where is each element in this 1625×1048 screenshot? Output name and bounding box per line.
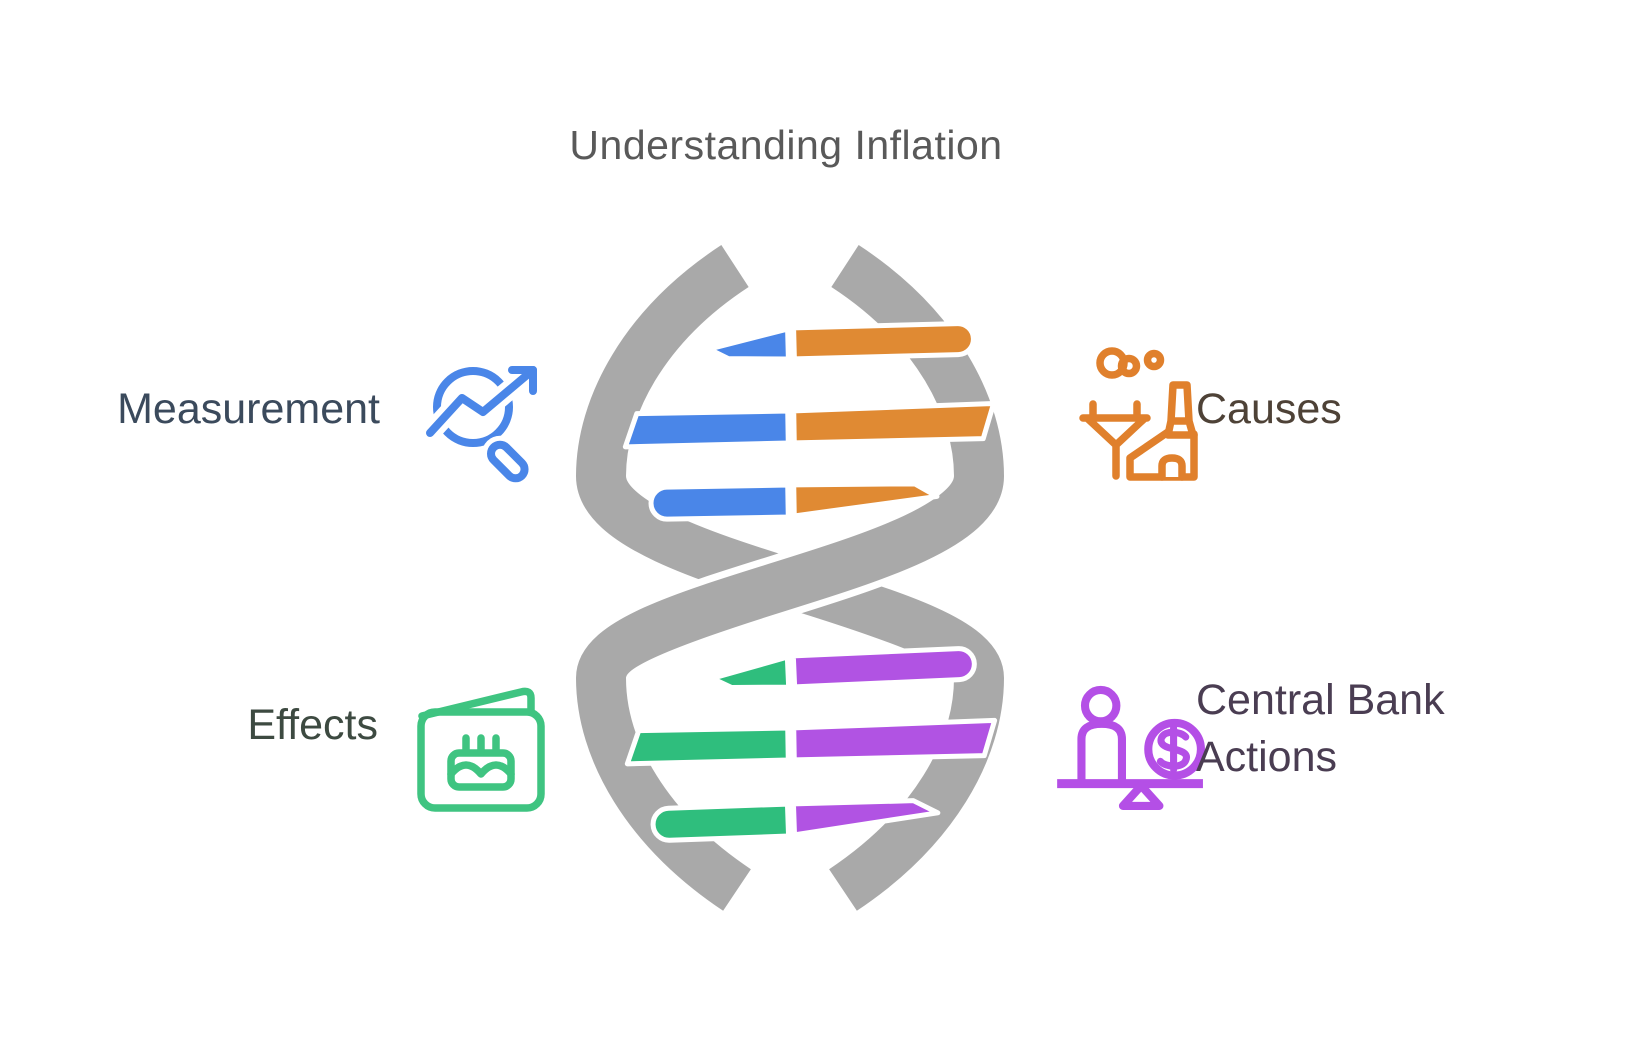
label-effects: Effects — [247, 701, 378, 749]
trend-line — [426, 366, 537, 437]
card-cake-icon — [417, 687, 545, 812]
factory-icon — [1079, 347, 1198, 481]
helix-rung — [622, 400, 997, 450]
label-causes: Causes — [1196, 385, 1342, 433]
rung-orange-3 — [791, 481, 940, 519]
helix-rung — [648, 481, 940, 522]
person-head — [1080, 685, 1121, 726]
dollar-coin — [1144, 718, 1205, 780]
dollar-sign — [1156, 724, 1190, 773]
rung-green-1 — [709, 654, 792, 691]
smoke-puff-small — [1143, 349, 1165, 371]
helix-rung — [624, 717, 998, 767]
helix-strand-right — [575, 245, 1005, 911]
page-title: Understanding Inflation — [569, 122, 1003, 168]
magnifier-lens — [433, 367, 513, 447]
factory-door — [1158, 454, 1186, 481]
rung-blue-2 — [622, 408, 791, 450]
rung-green-2 — [624, 725, 791, 767]
card-flap — [418, 687, 535, 720]
rung-purple-1 — [790, 646, 977, 690]
label-measurement: Measurement — [117, 385, 380, 433]
arrowhead — [508, 366, 537, 395]
cake-frosting-wave — [447, 761, 515, 778]
rung-blue-1 — [706, 326, 791, 362]
balance-person-coin-icon — [1057, 685, 1205, 810]
helix-rung — [709, 646, 977, 691]
rung-green-3 — [650, 801, 792, 843]
helix-rung — [706, 321, 976, 362]
rung-orange-1 — [791, 321, 976, 362]
balance-fulcrum — [1118, 781, 1164, 810]
helix-rung — [650, 798, 941, 843]
card-front — [417, 708, 545, 812]
magnifier-handle — [487, 440, 529, 483]
rung-purple-2 — [791, 717, 998, 763]
factory-chimney — [1164, 381, 1198, 439]
person-body — [1077, 719, 1126, 783]
rung-blue-3 — [648, 482, 791, 522]
cake-candles — [462, 734, 500, 756]
label-central-bank-actions: Central Bank Actions — [1196, 676, 1445, 781]
rung-purple-3 — [790, 798, 941, 838]
smoke-puff-medium — [1117, 354, 1141, 378]
power-pylon — [1079, 400, 1151, 480]
rung-orange-2 — [791, 400, 997, 446]
magnifier-trend-icon — [420, 360, 543, 488]
dna-helix-graphic — [568, 239, 1012, 917]
